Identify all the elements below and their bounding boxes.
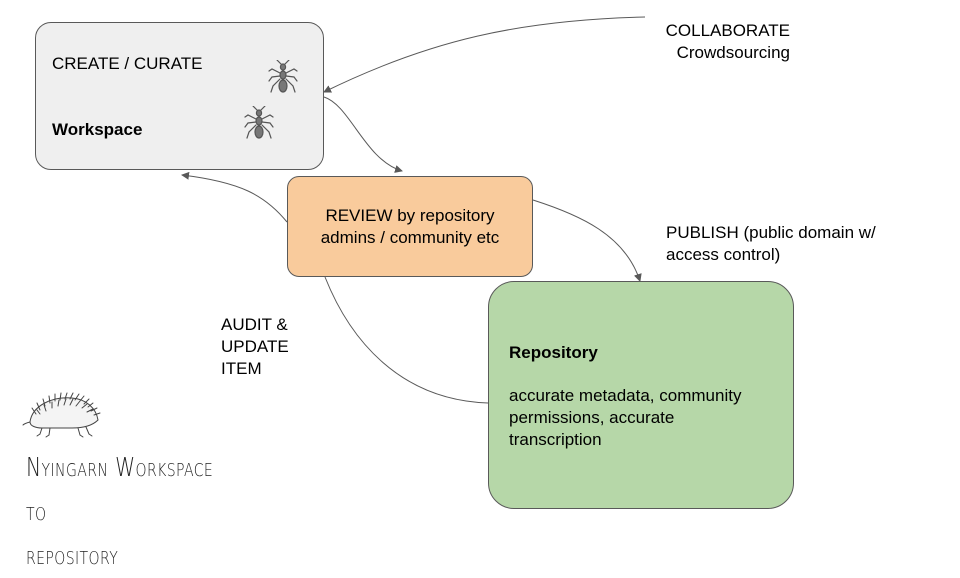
collaborate-arrow xyxy=(323,16,646,93)
audit-label: AUDIT & UPDATE ITEM xyxy=(221,315,289,378)
ant-icon xyxy=(244,106,274,139)
review-text: REVIEW by repository admins / community … xyxy=(320,205,500,247)
workspace-to-review-arrow xyxy=(323,96,403,173)
ant-icon xyxy=(268,60,298,93)
review-box: REVIEW by repository admins / community … xyxy=(287,176,533,277)
repository-box xyxy=(488,281,794,509)
workspace-title: Workspace xyxy=(52,120,143,139)
audit-connector xyxy=(324,276,489,404)
repository-description: accurate metadata, community permissions… xyxy=(509,386,742,449)
echidna-icon xyxy=(22,392,101,438)
footer-title: Nyingarn Workspace to repository xyxy=(26,453,214,571)
connector-layer xyxy=(181,16,646,404)
workspace-heading: CREATE / CURATE xyxy=(52,54,203,73)
collaborate-label: COLLABORATE Crowdsourcing xyxy=(665,21,790,62)
publish-arrow xyxy=(532,199,642,282)
repository-title: Repository xyxy=(509,343,598,362)
publish-label: PUBLISH (public domain w/ access control… xyxy=(666,223,876,264)
review-to-workspace-arrow xyxy=(181,171,288,223)
workspace-box xyxy=(35,22,324,170)
